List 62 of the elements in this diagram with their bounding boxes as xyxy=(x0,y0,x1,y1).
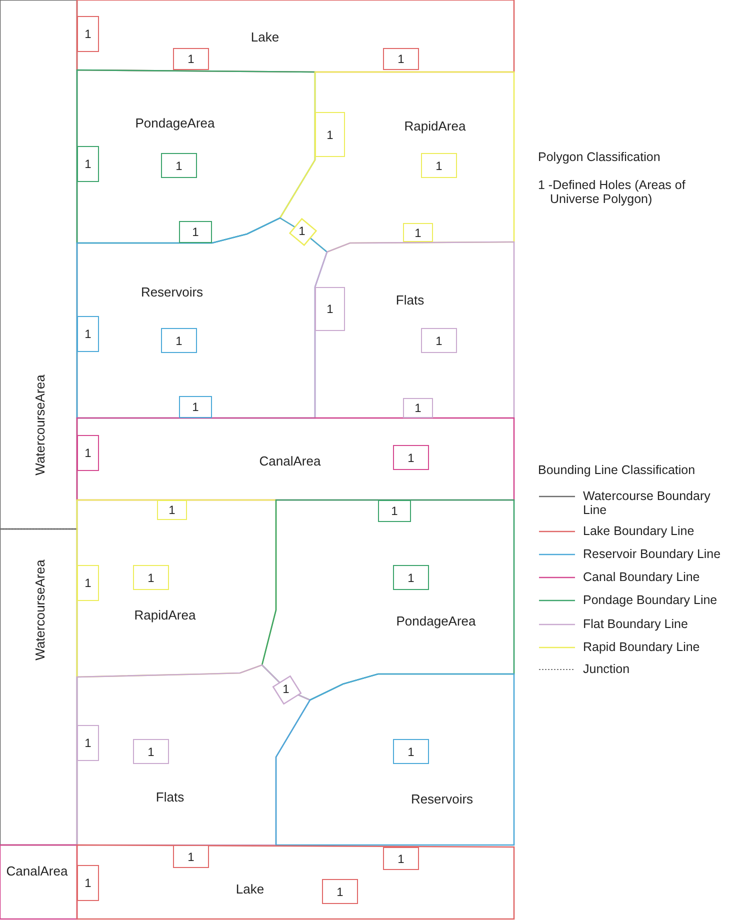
region-label: CanalArea xyxy=(6,864,68,878)
hole-marker: 1 xyxy=(403,223,433,242)
hole-marker: 1 xyxy=(393,739,429,764)
region-label: Flats xyxy=(396,292,424,308)
hole-marker: 1 xyxy=(77,435,99,471)
region-label: WatercourseArea xyxy=(32,374,48,476)
region-label: Flats xyxy=(156,790,184,804)
hole-marker: 1 xyxy=(393,445,429,470)
region-label: WatercourseArea xyxy=(32,560,48,660)
legend-text: Flat Boundary Line xyxy=(583,617,689,631)
legend-text: Junction xyxy=(583,662,631,676)
hole-marker: 1 xyxy=(173,845,209,868)
hole-marker: 1 xyxy=(77,865,99,901)
hole-marker: 1 xyxy=(383,48,419,70)
hole-marker: 1 xyxy=(179,396,212,418)
hole-marker: 1 xyxy=(322,879,358,904)
region-label: Reservoirs xyxy=(140,284,204,300)
hole-marker: 1 xyxy=(77,316,99,352)
hole-marker: 1 xyxy=(315,112,345,157)
region-label: RapidArea xyxy=(134,608,196,622)
hole-marker: 1 xyxy=(157,500,187,520)
region-label: Lake xyxy=(250,30,280,44)
region-label: CanalArea xyxy=(259,454,321,468)
hole-marker: 1 xyxy=(421,328,457,353)
legend-heading: Bounding Line Classification xyxy=(538,463,696,477)
hole-marker: 1 xyxy=(403,398,433,418)
map-region xyxy=(77,500,276,677)
region-label: Lake xyxy=(236,882,264,896)
hole-marker: 1 xyxy=(272,676,300,702)
map-region xyxy=(77,0,514,72)
legend-text: Rapid Boundary Line xyxy=(583,640,701,654)
legend-text: Watercourse Boundary Line xyxy=(583,489,712,517)
hole-marker: 1 xyxy=(133,739,169,764)
map-region xyxy=(77,418,514,500)
hole-marker: 1 xyxy=(77,146,99,182)
hole-marker: 1 xyxy=(378,500,411,522)
hole-marker: 1 xyxy=(77,565,99,601)
region-label: Reservoirs xyxy=(410,792,474,806)
hole-marker: 1 xyxy=(77,16,99,52)
hole-marker: 1 xyxy=(77,725,99,761)
legend-text: Reservoir Boundary Line xyxy=(583,547,722,561)
hole-marker: 1 xyxy=(383,847,419,870)
legend-text: Pondage Boundary Line xyxy=(583,593,718,607)
region-label: PondageArea xyxy=(396,614,476,628)
hole-marker: 1 xyxy=(393,565,429,590)
map-region xyxy=(276,674,514,845)
hole-marker: 1 xyxy=(173,48,209,70)
note-text: 1 -Defined Holes (Areas of Universe Polygon) xyxy=(538,178,686,206)
region-label: PondageArea xyxy=(135,116,215,130)
hole-marker: 1 xyxy=(161,328,197,353)
hole-marker: 1 xyxy=(133,565,169,590)
hole-marker: 1 xyxy=(421,153,457,178)
legend-text: Lake Boundary Line xyxy=(583,524,696,538)
legend-heading: Polygon Classification xyxy=(538,150,662,164)
map-region xyxy=(77,665,310,845)
legend-text: Canal Boundary Line xyxy=(583,570,701,584)
region-label: RapidArea xyxy=(404,118,466,134)
hole-marker: 1 xyxy=(315,287,345,331)
map-region xyxy=(77,845,514,919)
hole-marker: 1 xyxy=(161,153,197,178)
map-region xyxy=(315,242,514,418)
hole-marker: 1 xyxy=(179,221,212,243)
